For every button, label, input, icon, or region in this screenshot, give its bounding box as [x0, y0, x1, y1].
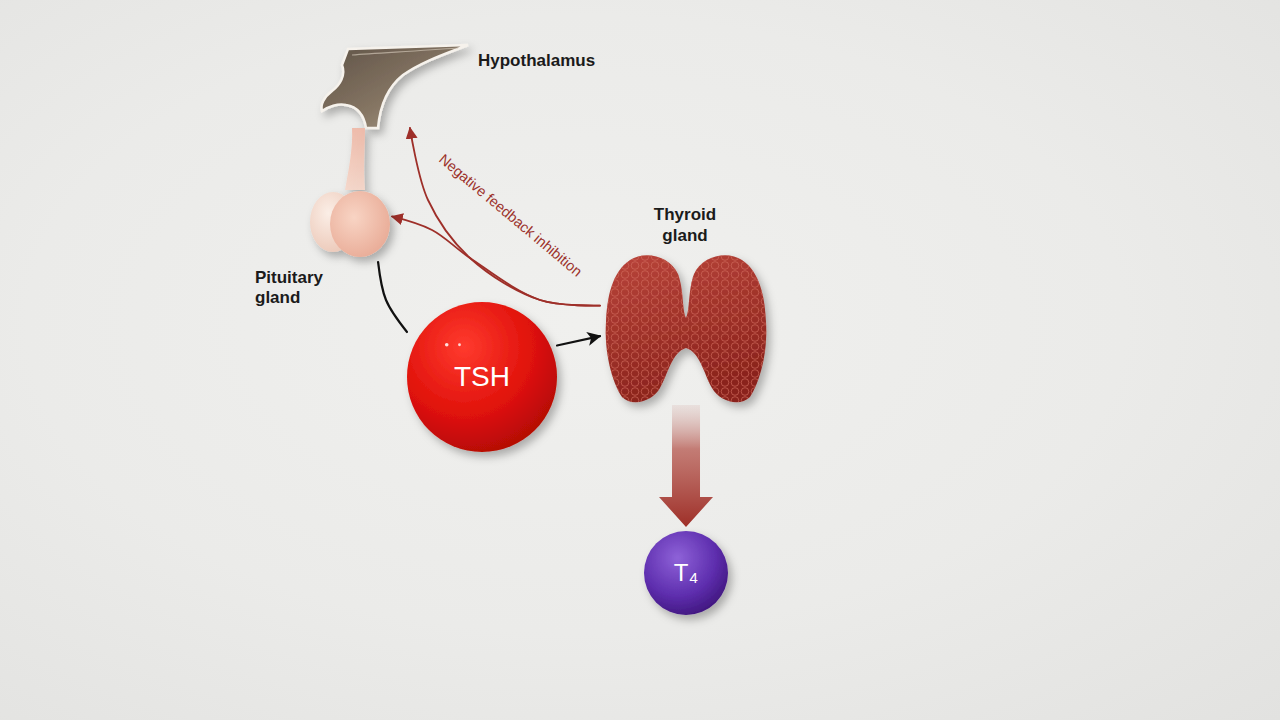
signal-connector [557, 336, 600, 345]
pituitary-gland: Pituitary gland [305, 128, 392, 262]
t4-circle: T₄ [644, 531, 728, 615]
hypothalamus-illustration [321, 45, 468, 128]
pituitary-stalk [345, 128, 365, 190]
node-label: Pituitary gland [255, 268, 350, 309]
thyroid-illustration [606, 255, 767, 402]
thyroid-texture [606, 255, 767, 402]
node-label: Thyroid gland [638, 205, 733, 246]
hormone-circle [407, 302, 557, 452]
secretion-arrow [659, 405, 713, 527]
pituitary-gland-shape [305, 128, 392, 262]
highlight-dot [445, 343, 449, 347]
tsh-circle: TSH [407, 302, 557, 452]
signal-connector [378, 262, 407, 332]
thyroid-gland-shape [600, 252, 770, 405]
node-label: Hypothalamus [478, 51, 595, 71]
hypothalamus: Hypothalamus [318, 45, 470, 128]
hormone-circle [644, 531, 728, 615]
thyroid-gland: Thyroid gland [600, 252, 770, 405]
hypothalamus-highlight [352, 48, 458, 55]
pituitary-illustration [310, 128, 390, 257]
highlight-dot [458, 343, 461, 346]
hypothalamus-shape [318, 45, 470, 128]
anterior-lobe [330, 191, 390, 257]
node-label: T₄ [674, 559, 698, 587]
feedback-arrow [410, 128, 600, 306]
edge-label: Negative feedback inhibition [435, 152, 584, 281]
node-label: TSH [454, 361, 510, 393]
